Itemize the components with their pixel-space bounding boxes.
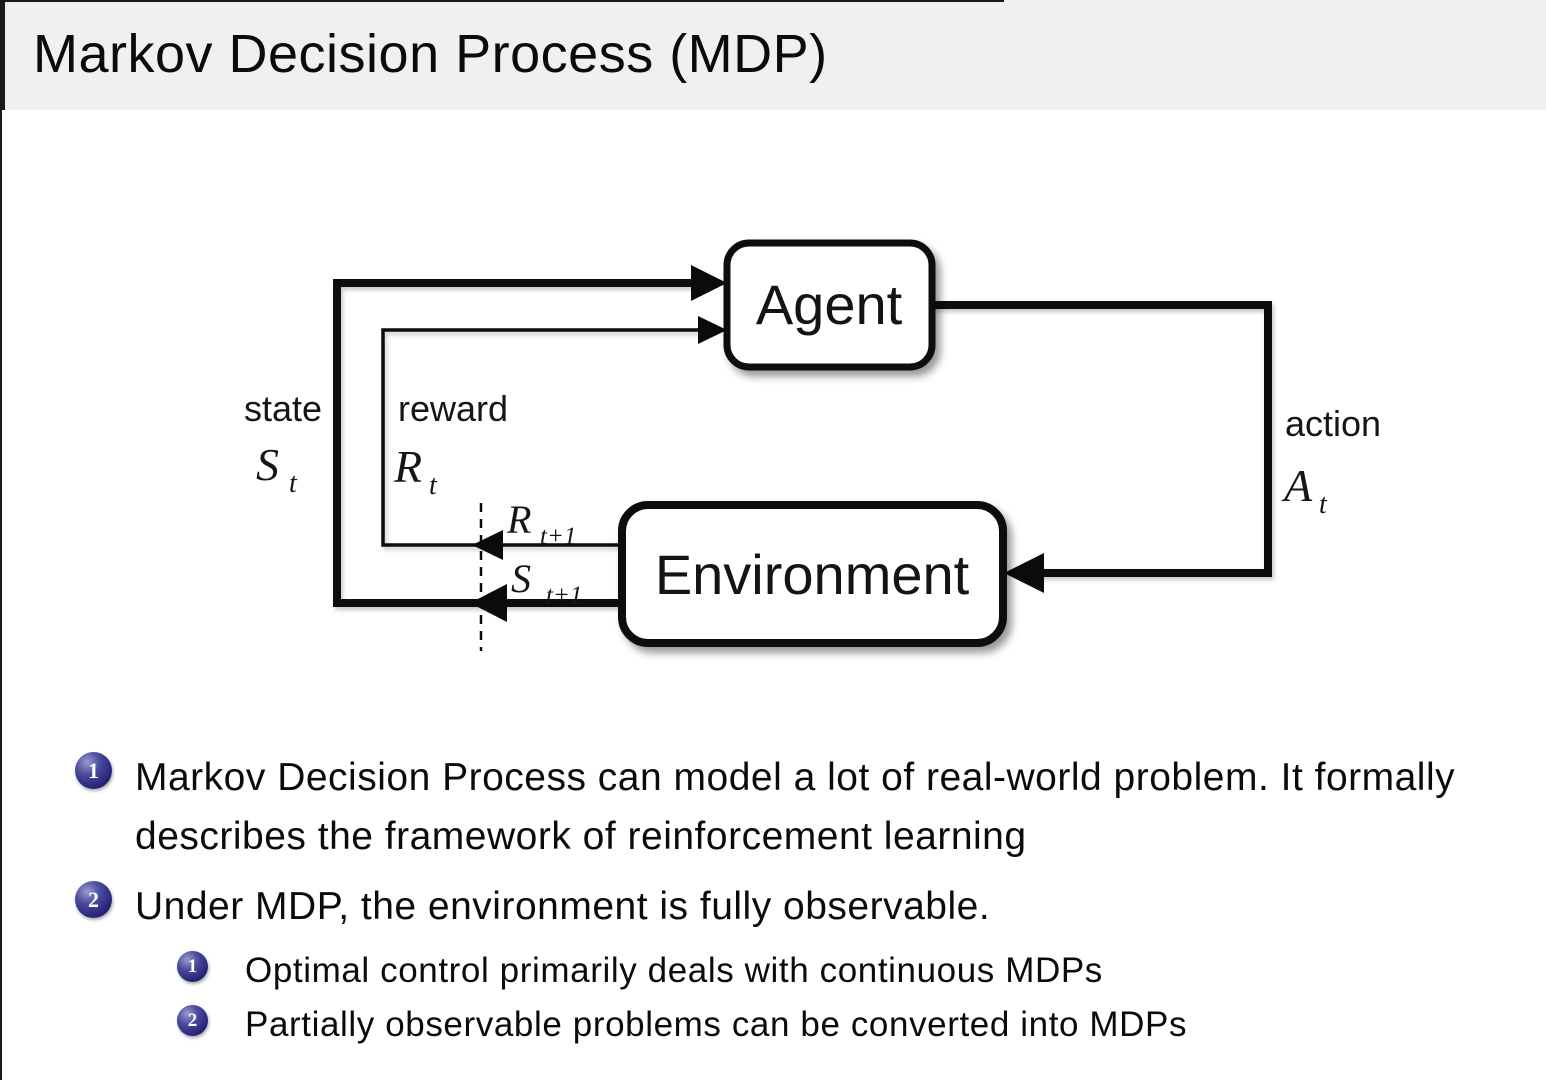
bullet-number: 1 — [187, 955, 198, 977]
bullet-number: 2 — [187, 1009, 198, 1031]
left-edge-line-body — [0, 110, 2, 1080]
bullet-number-ball: 1 — [75, 752, 112, 789]
title-bar: Markov Decision Process (MDP) — [0, 0, 1546, 110]
next-reward-symbol-sub: t+1 — [540, 523, 576, 550]
agent-box — [723, 239, 936, 371]
state-symbol: S — [256, 439, 279, 490]
next-state-arrowhead — [470, 584, 507, 622]
environment-box-label: Environment — [655, 543, 970, 606]
bullet-item-2-sub-2: 2 Partially observable problems can be c… — [177, 1000, 1187, 1050]
left-edge-line-title — [0, 0, 5, 110]
environment-box — [618, 501, 1007, 647]
page-title: Markov Decision Process (MDP) — [33, 24, 828, 84]
next-reward-symbol: R — [506, 497, 531, 542]
bullet-item-2: 2 Under MDP, the environment is fully ob… — [75, 877, 990, 936]
reward-arrowhead-into-agent — [698, 316, 727, 344]
state-arrowhead-into-agent — [691, 265, 727, 301]
state-label: state — [244, 388, 322, 429]
bullet-text: Under MDP, the environment is fully obse… — [135, 885, 991, 928]
reward-symbol-sub: t — [429, 470, 438, 501]
state-symbol-sub: t — [289, 468, 298, 499]
action-symbol-sub: t — [1319, 489, 1328, 520]
bullet-number-ball: 2 — [177, 1005, 208, 1036]
bullet-item-1: 1 Markov Decision Process can model a lo… — [75, 748, 1535, 866]
action-symbol: A — [1281, 460, 1313, 511]
next-reward-arrowhead — [472, 530, 503, 560]
bullet-number-ball: 2 — [75, 881, 112, 918]
bullet-number: 2 — [88, 886, 99, 912]
action-arrowhead-into-environment — [1004, 553, 1044, 593]
bullet-item-2-sub-1: 1 Optimal control primarily deals with c… — [177, 946, 1103, 996]
top-edge-line — [0, 0, 1004, 2]
action-line — [932, 301, 1272, 577]
next-state-symbol: S — [511, 556, 531, 601]
action-label: action — [1285, 403, 1381, 444]
bullet-text: Partially observable problems can be con… — [245, 1005, 1188, 1044]
agent-box-label: Agent — [756, 273, 903, 336]
bullet-number: 1 — [88, 757, 99, 783]
next-state-symbol-sub: t+1 — [546, 582, 582, 609]
bullet-text: Markov Decision Process can model a lot … — [135, 756, 1456, 858]
reward-label: reward — [398, 388, 508, 429]
reward-symbol: R — [393, 441, 422, 492]
bullet-number-ball: 1 — [177, 951, 208, 982]
bullet-text: Optimal control primarily deals with con… — [245, 951, 1103, 990]
